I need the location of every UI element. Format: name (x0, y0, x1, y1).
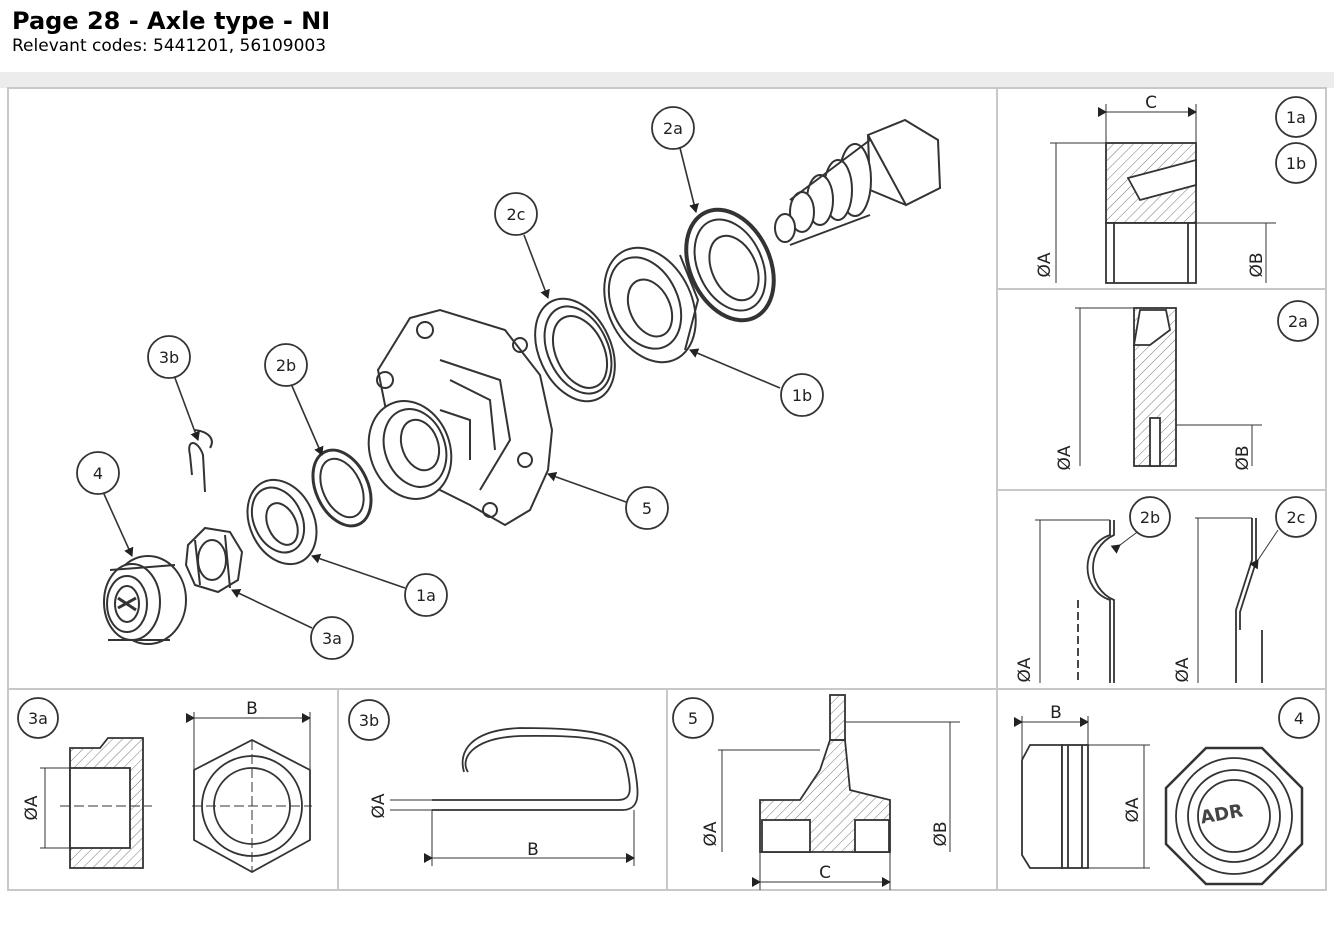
relevant-codes: Relevant codes: 5441201, 56109003 (12, 36, 327, 56)
svg-text:2a: 2a (1288, 312, 1308, 331)
svg-text:1a: 1a (416, 586, 436, 605)
svg-text:B: B (1050, 703, 1062, 723)
svg-text:ØA: ØA (1035, 252, 1055, 277)
svg-text:2c: 2c (1287, 508, 1306, 527)
cotter-pin-3b (188, 429, 213, 493)
svg-text:5: 5 (688, 709, 698, 728)
svg-text:C: C (1145, 93, 1157, 113)
callout-2c: 2c (494, 192, 538, 236)
wheel-hub-5 (367, 308, 554, 527)
svg-text:4: 4 (1294, 709, 1304, 728)
svg-text:2a: 2a (663, 119, 683, 138)
ring-2b (311, 448, 373, 528)
panel-castle-nut: ØA B 3a (17, 697, 312, 874)
svg-text:ØA: ØA (1123, 797, 1143, 822)
callout-1b: 1b (780, 373, 824, 417)
svg-text:2b: 2b (1140, 508, 1160, 527)
axle-spindle (774, 118, 942, 246)
panel-hub-cap: B ØA ADR 4 (1014, 697, 1320, 886)
bearing-1a (246, 478, 318, 566)
hub-cap-4 (103, 555, 187, 645)
svg-text:2c: 2c (507, 205, 526, 224)
callout-3a: 3a (310, 616, 354, 660)
svg-text:ØB: ØB (931, 821, 951, 846)
separator-band (0, 72, 1334, 88)
callout-5: 5 (625, 486, 669, 530)
page-header: Page 28 - Axle type - NI Relevant codes:… (12, 6, 330, 56)
svg-text:1a: 1a (1286, 108, 1306, 127)
tag-2c: 2c (1275, 496, 1317, 538)
bearing-1b (603, 246, 700, 364)
leader-lines (103, 147, 781, 629)
callout-1a: 1a (404, 573, 448, 617)
tag-2a: 2a (1277, 300, 1319, 342)
callout-3b: 3b (147, 335, 191, 379)
tag-1b: 1b (1275, 142, 1317, 184)
panel-bearing-section: C ØA ØB 1a 1b (1035, 93, 1317, 284)
spacer-ring-2c (534, 297, 616, 403)
castle-nut-3a (184, 526, 244, 594)
svg-text:B: B (527, 840, 539, 860)
svg-text:ØB: ØB (1233, 445, 1253, 470)
svg-text:ØA: ØA (1055, 445, 1075, 470)
svg-text:B: B (246, 699, 258, 719)
oil-seal-2a (684, 207, 776, 323)
callout-2b: 2b (264, 343, 308, 387)
svg-text:1b: 1b (792, 386, 812, 405)
svg-text:ØB: ØB (1247, 252, 1267, 277)
panel-seal-section: ØA ØB 2a (1055, 300, 1319, 471)
tag-3a: 3a (17, 697, 59, 739)
svg-text:ØA: ØA (1015, 657, 1035, 682)
panel-frames (7, 87, 1327, 891)
panel-rings-section: ØA ØA 2b 2c (1015, 496, 1317, 683)
main-exploded-view (103, 118, 942, 645)
panel-cotter-pin: ØA B 3b (348, 699, 639, 866)
svg-text:ØA: ØA (701, 821, 721, 846)
tag-4: 4 (1278, 697, 1320, 739)
svg-text:5: 5 (642, 499, 652, 518)
tag-3b: 3b (348, 699, 390, 741)
svg-text:2b: 2b (276, 356, 296, 375)
tag-2b: 2b (1129, 496, 1171, 538)
svg-text:C: C (819, 863, 831, 883)
svg-text:3a: 3a (322, 629, 342, 648)
adr-logo: ADR (1199, 800, 1245, 828)
tag-5: 5 (672, 697, 714, 739)
svg-text:3a: 3a (28, 709, 48, 728)
callout-2a: 2a (651, 106, 695, 150)
page-title: Page 28 - Axle type - NI (12, 7, 331, 35)
svg-text:ØA: ØA (1173, 657, 1193, 682)
tag-1a: 1a (1275, 96, 1317, 138)
svg-text:ØA: ØA (369, 793, 389, 818)
svg-text:3b: 3b (159, 348, 179, 367)
svg-text:1b: 1b (1286, 154, 1306, 173)
svg-text:4: 4 (93, 464, 103, 483)
svg-text:3b: 3b (359, 711, 379, 730)
svg-text:ØA: ØA (22, 795, 42, 820)
callout-4: 4 (76, 451, 120, 495)
main-callouts: 2a 2c 3b 2b 4 1b 5 1a (76, 106, 824, 660)
panel-hub-section: ØA ØB C 5 (672, 694, 960, 890)
